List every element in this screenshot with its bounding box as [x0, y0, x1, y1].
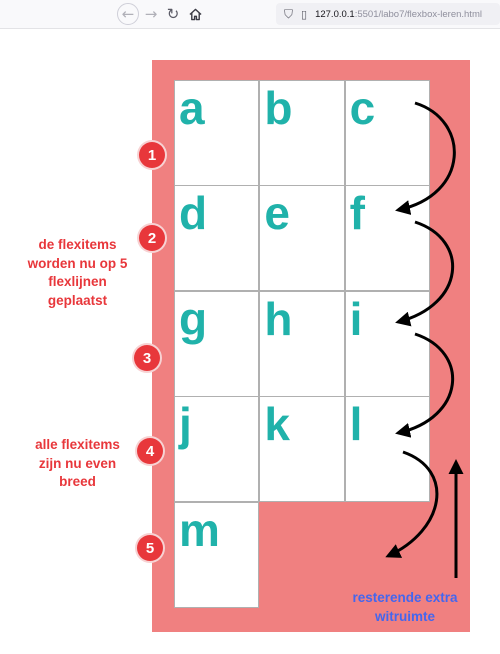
flex-item-label: f	[349, 187, 365, 239]
browser-toolbar: ← → ↻ ⛉ ▯ 127.0.0.1:5501/labo7/flexbox-l…	[0, 0, 500, 29]
url-text: 127.0.0.1:5501/labo7/flexbox-leren.html	[315, 9, 482, 20]
url-host: 127.0.0.1	[315, 8, 355, 20]
note-line: breed	[59, 474, 96, 490]
flex-item-l: l	[344, 396, 430, 502]
url-path: :5501/labo7/flexbox-leren.html	[354, 8, 482, 20]
flex-item-label: k	[264, 398, 290, 450]
flex-item-m: m	[174, 501, 260, 608]
reload-button[interactable]: ↻	[162, 3, 184, 25]
note-line: resterende extra	[352, 590, 458, 605]
flex-item-label: g	[179, 292, 208, 345]
flex-items: a b c d e f g h i j k l m	[174, 79, 430, 608]
note-line: flexlijnen	[48, 274, 107, 290]
url-bar[interactable]: ⛉ ▯ 127.0.0.1:5501/labo7/flexbox-leren.h…	[276, 3, 500, 25]
flex-item-k: k	[259, 396, 345, 502]
flexline-badge-3: 3	[134, 345, 160, 371]
wrap-arrow-2	[395, 220, 454, 327]
page-icon[interactable]: ▯	[301, 7, 308, 21]
flex-item-d: d	[174, 185, 260, 291]
note-line: geplaatst	[47, 292, 108, 308]
arrow-left-icon: ←	[121, 5, 135, 23]
note-line: de flexitems	[38, 237, 117, 252]
flex-item-label: l	[349, 398, 363, 450]
home-button[interactable]	[184, 3, 206, 25]
shield-icon[interactable]: ⛉	[284, 6, 294, 21]
flex-item-label: j	[179, 398, 192, 450]
flexline-badge-2: 2	[139, 225, 165, 251]
note-line: witruimte	[374, 608, 435, 624]
wrap-arrow-4	[385, 450, 439, 558]
flexline-badge-1: 1	[139, 142, 165, 168]
flex-item-label: a	[179, 81, 205, 134]
note-line: zijn nu even	[38, 455, 117, 471]
note-line: worden nu op 5	[27, 255, 128, 271]
flex-item-e: e	[259, 185, 345, 291]
flex-item-label: c	[349, 81, 376, 134]
flex-item-i: i	[344, 290, 430, 397]
flex-item-f: f	[344, 185, 430, 291]
note-flexlines: de flexitems worden nu op 5 flexlijnen g…	[10, 236, 145, 311]
flex-item-h: h	[259, 290, 345, 397]
note-line: alle flexitems	[35, 437, 120, 452]
flex-item-label: b	[264, 81, 293, 134]
flex-item-label: e	[264, 187, 290, 239]
flex-item-label: i	[349, 292, 363, 345]
wrap-arrow-1	[395, 101, 456, 215]
flex-item-a: a	[174, 79, 260, 186]
forward-button[interactable]: →	[140, 3, 162, 25]
note-equal-width: alle flexitems zijn nu even breed	[10, 436, 145, 492]
flex-item-label: d	[179, 187, 208, 239]
home-icon	[188, 8, 202, 20]
wrap-arrow-3	[395, 332, 454, 438]
flex-item-c: c	[344, 79, 430, 186]
flex-item-label: h	[264, 292, 293, 345]
back-button[interactable]: ←	[117, 3, 139, 25]
note-extra-space: resterende extra witruimte	[335, 589, 475, 626]
reload-icon: ↻	[166, 5, 180, 23]
flexline-badge-4: 4	[137, 438, 163, 464]
flexline-badge-5: 5	[137, 535, 163, 561]
flex-item-j: j	[174, 396, 260, 502]
flex-item-label: m	[179, 503, 220, 556]
arrow-right-icon: →	[144, 5, 158, 23]
